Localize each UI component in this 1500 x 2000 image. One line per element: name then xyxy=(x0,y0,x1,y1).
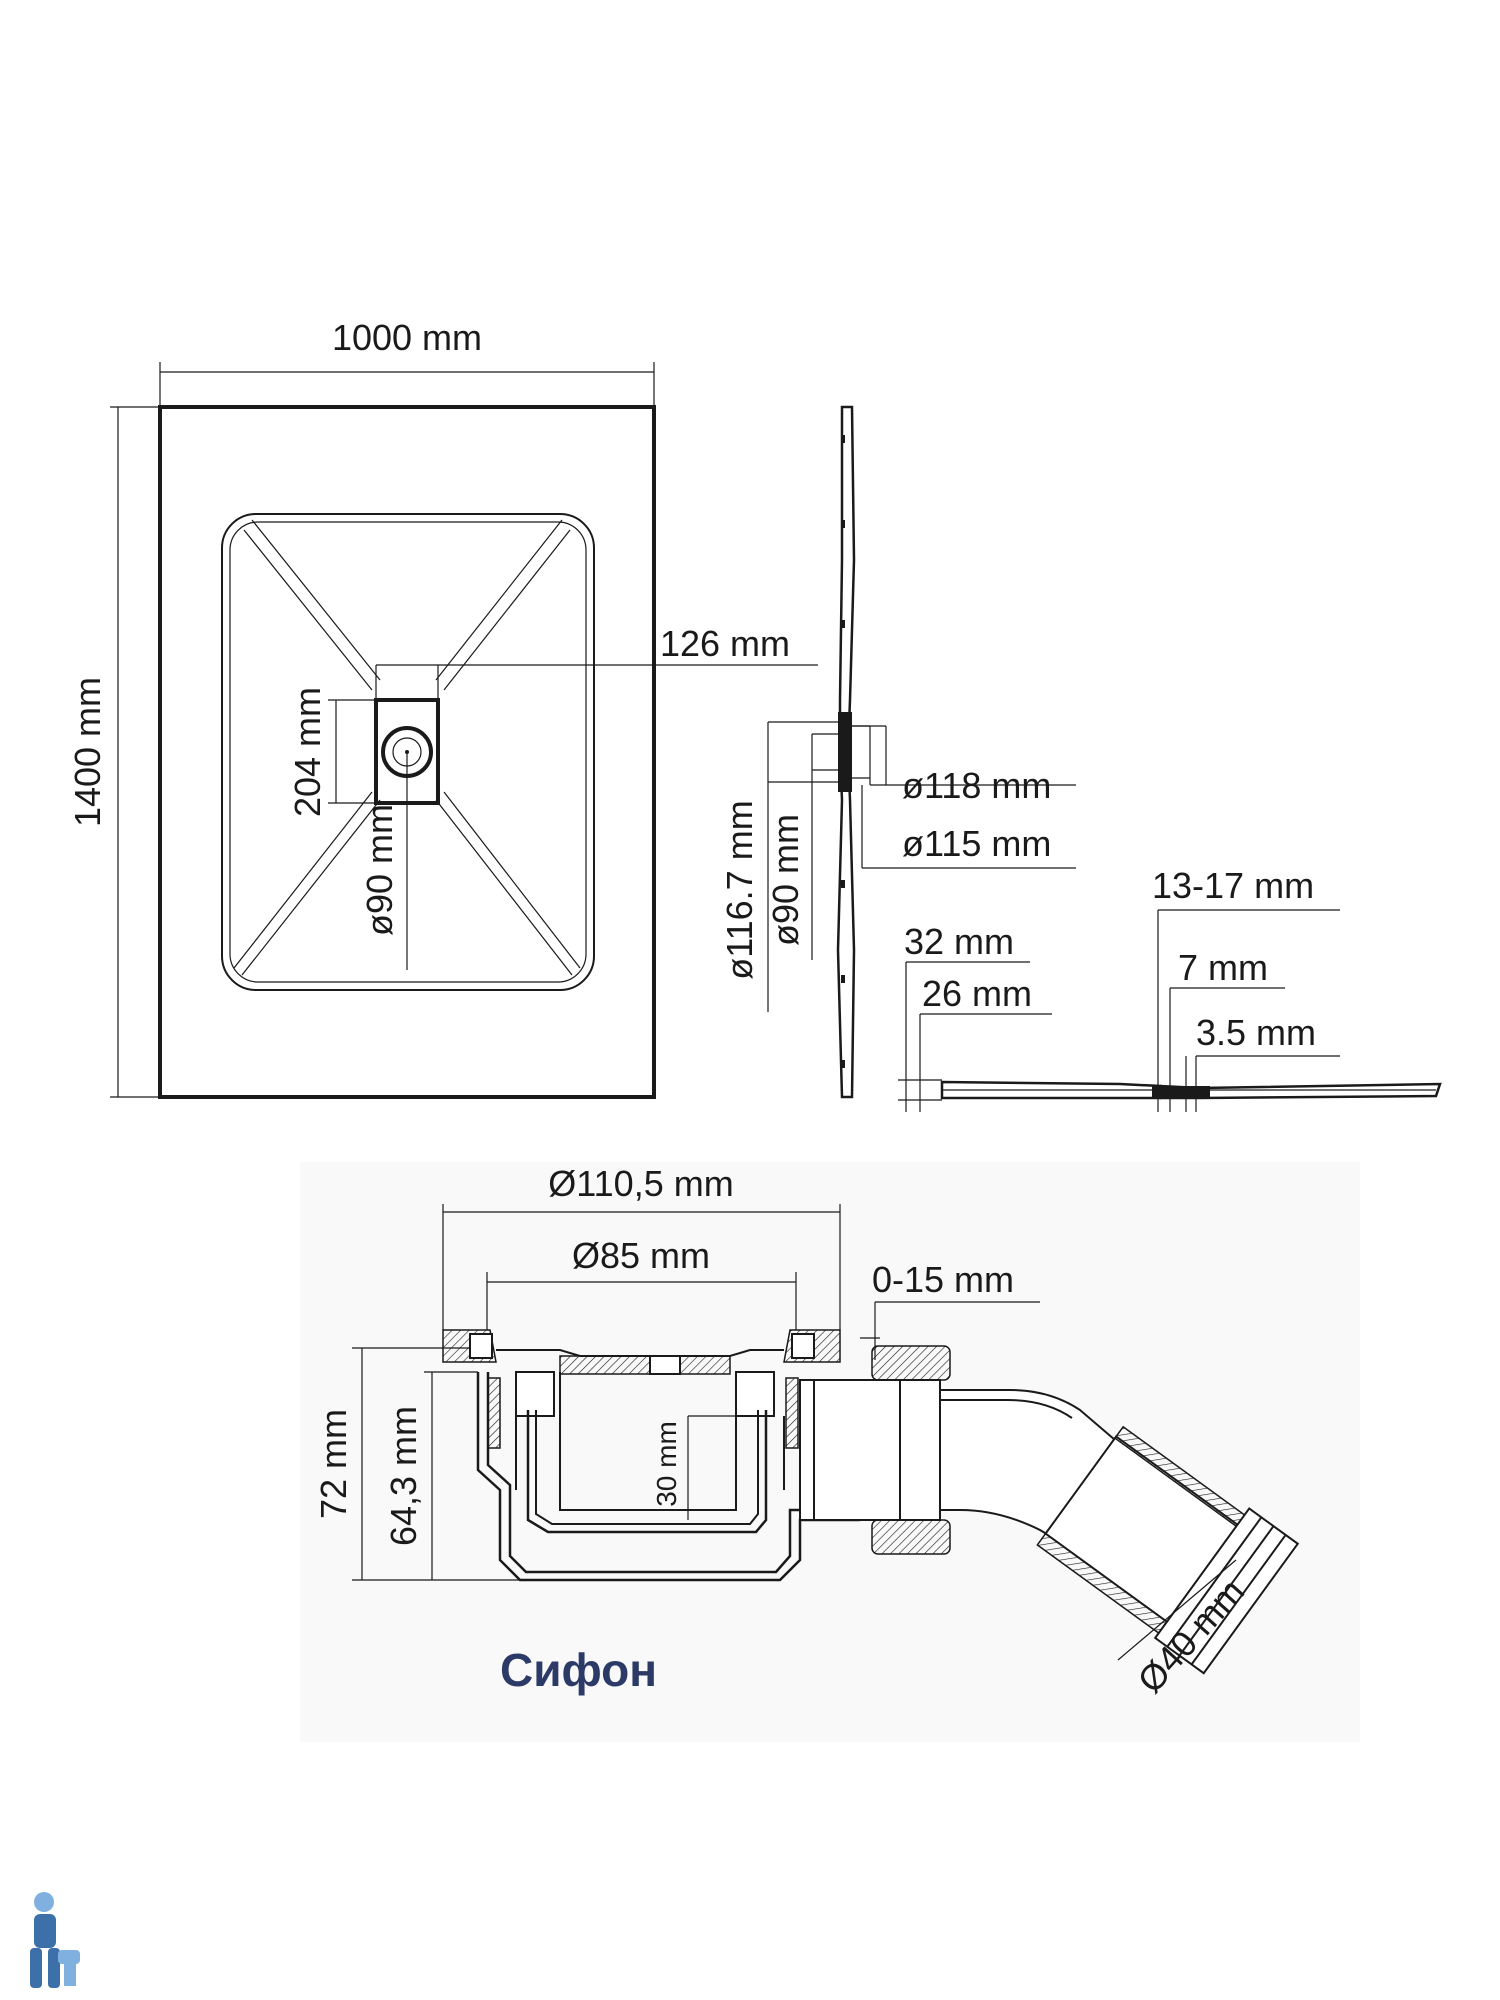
drain-height-dimension: 204 mm xyxy=(287,687,328,817)
d32-dimension: 32 mm xyxy=(904,921,1014,962)
range-profile-dimension: 13-17 mm xyxy=(1152,865,1314,906)
siphon-title: Сифон xyxy=(500,1644,657,1696)
tray-basin xyxy=(221,513,595,991)
drain-offset-dimension: 126 mm xyxy=(660,623,790,664)
height-dimension: 1400 mm xyxy=(67,677,108,827)
d7-dimension: 7 mm xyxy=(1178,947,1268,988)
profile-view: 13-17 mm 7 mm 3.5 mm 32 mm 26 mm xyxy=(898,865,1442,1112)
d85-dimension: Ø85 mm xyxy=(572,1235,710,1276)
tray-outline xyxy=(158,405,656,1099)
d26-dimension: 26 mm xyxy=(922,973,1032,1014)
top-view: 1000 mm 1400 mm 126 mm 204 mm ø90 mm xyxy=(67,317,818,1099)
d1105-dimension: Ø110,5 mm xyxy=(548,1163,733,1204)
range-siphon-dimension: 0-15 mm xyxy=(872,1259,1014,1300)
d1167-dimension: ø116.7 mm xyxy=(719,800,760,979)
h643-dimension: 64,3 mm xyxy=(383,1406,424,1546)
d90-side-dimension: ø90 mm xyxy=(765,814,806,946)
h72-dimension: 72 mm xyxy=(313,1409,354,1519)
h30-dimension: 30 mm xyxy=(651,1421,682,1507)
drain-diameter-dimension: ø90 mm xyxy=(359,804,400,936)
d118-dimension: ø118 mm xyxy=(902,765,1051,806)
side-view: ø118 mm ø115 mm ø116.7 mm ø90 mm xyxy=(719,405,1076,1099)
d115-dimension: ø115 mm xyxy=(902,823,1051,864)
width-dimension: 1000 mm xyxy=(332,317,482,358)
d35-dimension: 3.5 mm xyxy=(1196,1012,1316,1053)
plumber-logo-icon xyxy=(30,1892,80,1988)
siphon-drawing: Ø110,5 mm Ø85 mm 0-15 mm xyxy=(300,1162,1360,1742)
